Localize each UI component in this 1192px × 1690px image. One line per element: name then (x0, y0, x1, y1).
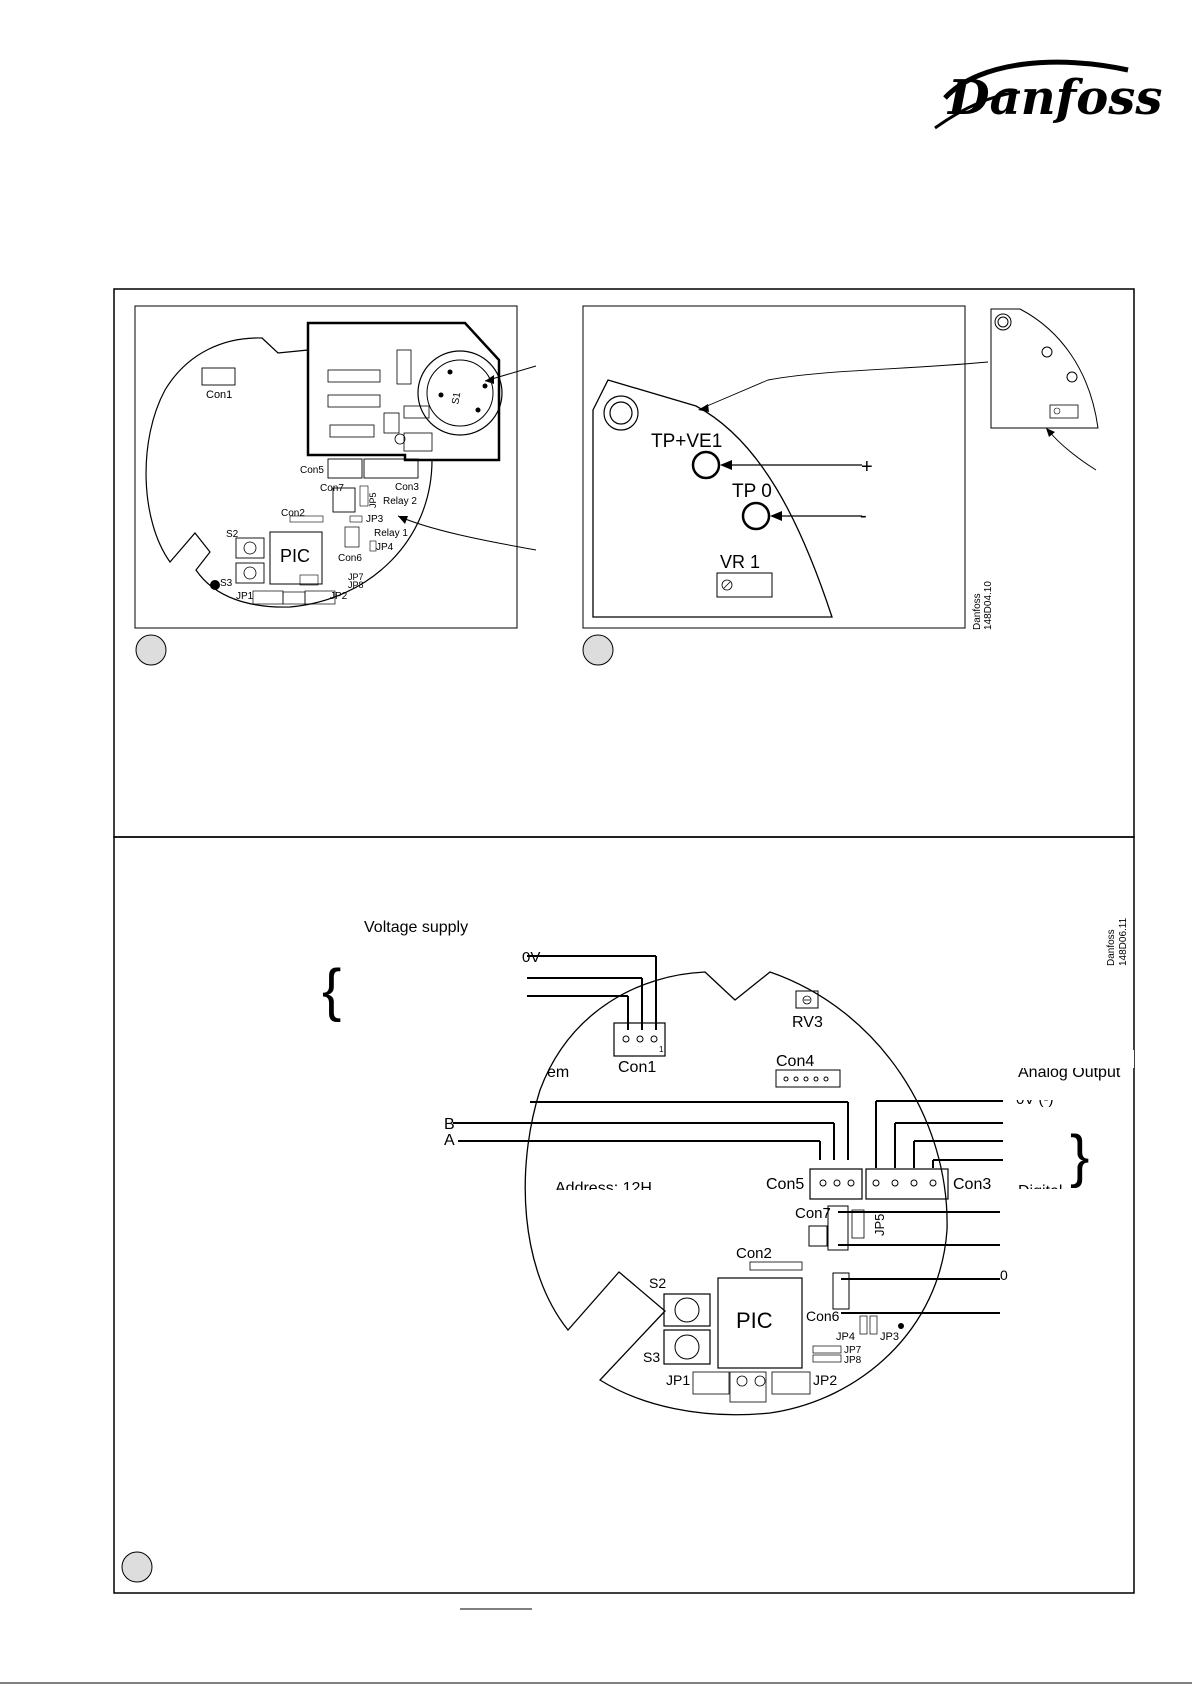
fragment: em (547, 1064, 569, 1081)
con1-label: Con1 (618, 1059, 656, 1076)
con1-block (613, 1022, 666, 1057)
con3-label: Con3 (953, 1176, 991, 1193)
plus-sign: + (861, 456, 873, 478)
panel-2-board-corner (592, 379, 833, 618)
panel-2-zoom-line (699, 361, 989, 410)
panel-1-label: JP7 (348, 572, 364, 582)
panel-1-sensor-inner (426, 359, 494, 427)
panel-1-label: JP3 (366, 514, 384, 525)
panel-1-sensor-module (306, 321, 501, 462)
tp-ve1-point (691, 450, 721, 480)
panel-1-frame (134, 305, 518, 629)
panel-1-step-marker (135, 634, 167, 666)
jp5-label: JP5 (872, 1214, 887, 1236)
panel-1-label: S2 (226, 529, 239, 540)
right-brace: } (1070, 1124, 1089, 1189)
panel-1-label: Con2 (281, 508, 305, 519)
panel-1-label: Con3 (395, 482, 419, 493)
tp-ve1-label: TP+VE1 (651, 431, 722, 452)
fragment: 0V (522, 949, 540, 966)
pic-chip (717, 1277, 803, 1369)
pic-label: PIC (736, 1308, 773, 1333)
jp2-label: JP2 (813, 1372, 837, 1388)
fragment: B (444, 1116, 455, 1133)
vr1-potentiometer (716, 572, 773, 598)
jp1-label: JP1 (666, 1372, 690, 1388)
svg-text:1: 1 (659, 1045, 664, 1054)
panel-2-step-marker (582, 634, 614, 666)
left-brace: { (322, 958, 341, 1023)
tp0-point (741, 501, 771, 531)
jp4-label: JP4 (836, 1331, 855, 1343)
panel-1-label: JP2 (330, 591, 348, 602)
fragment: A (444, 1132, 455, 1149)
panel-1-label: Con6 (338, 553, 362, 564)
rv3-label: RV3 (792, 1014, 823, 1031)
panel-2-inset (990, 308, 1099, 429)
panel-3-board-outline (524, 971, 948, 1416)
con4-label: Con4 (776, 1053, 814, 1070)
vr1-label: VR 1 (720, 552, 760, 572)
panel-1-label: S3 (220, 578, 233, 589)
con4-block (775, 1069, 841, 1088)
minus-sign: - (860, 505, 867, 527)
con2-label: Con2 (736, 1245, 772, 1262)
panel-1-label: Relay 1 (374, 528, 408, 539)
panel-1-sensor-ring (417, 350, 503, 436)
logo-text: Danfoss (946, 70, 1162, 126)
panel-3-step-marker (121, 1551, 153, 1583)
panel-2-code-line1: Danfoss (972, 593, 983, 630)
panel-3-wiring: Voltage supply { 0V 1 Con1 RV3 Con4 em A… (121, 917, 1134, 1583)
con5-block (809, 1168, 863, 1200)
con3-block (865, 1168, 949, 1200)
jp3-label: JP3 (880, 1331, 899, 1343)
panel-2-code-line2: 148D04.10 (983, 581, 994, 630)
con7-label: Con7 (795, 1205, 831, 1222)
s2-label: S2 (649, 1275, 666, 1291)
masked-label-area (360, 940, 550, 1008)
panel-1-board-overview: Con1 Con5 Con3 Con7 JP5 Relay 2 Con2 JP3… (134, 305, 537, 666)
panel-1-label: JP8 (348, 580, 364, 590)
panel-1-label: PIC (280, 546, 310, 566)
jp7-label: JP7 (844, 1345, 862, 1356)
panel-1-label: Relay 2 (383, 496, 417, 507)
fragment: 0 (1000, 1267, 1008, 1283)
panel-2-test-points: TP+VE1 + TP 0 - VR 1 Danfoss 148D04.10 (582, 305, 1099, 666)
voltage-supply-label: Voltage supply (364, 919, 468, 936)
jp8-label: JP8 (844, 1355, 862, 1366)
panel-1-label: Con1 (206, 389, 232, 401)
danfoss-logo: Danfoss (934, 59, 1162, 130)
panel-1-label: Con5 (300, 465, 324, 476)
con5-label: Con5 (766, 1176, 804, 1193)
panel-1-label: JP4 (376, 542, 394, 553)
panel-2-frame (582, 305, 966, 629)
tp0-label: TP 0 (732, 481, 772, 502)
analog-output-label: Analog Output (1018, 1064, 1121, 1081)
con6-label: Con6 (806, 1308, 840, 1324)
panel-1-callout-line-lower (397, 515, 537, 551)
lower-section-frame (113, 836, 1135, 1594)
s3-label: S3 (643, 1349, 660, 1365)
panel-3-code-line1: Danfoss (1106, 929, 1117, 966)
panel-1-label: JP5 (368, 492, 378, 508)
panel-1-label: Con7 (320, 483, 344, 494)
panel-1-label: S1 (450, 391, 463, 405)
panel-3-code-line2: 148D06.11 (1118, 917, 1129, 966)
panel-1-label: JP1 (236, 591, 254, 602)
panel-1-con1-box (201, 367, 236, 386)
